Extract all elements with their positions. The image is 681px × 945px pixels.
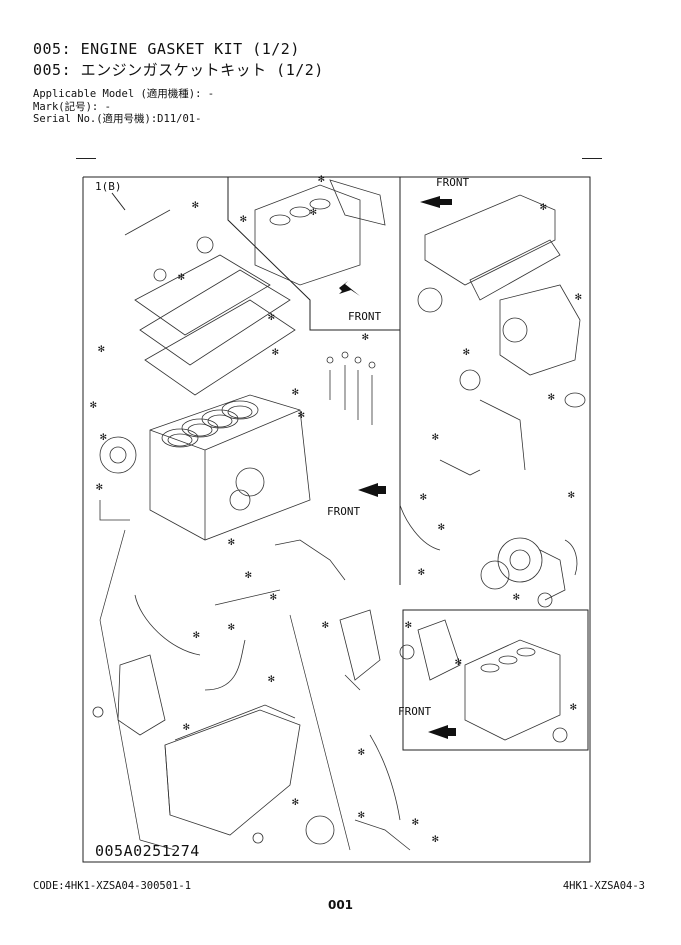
svg-text:✻: ✻ (455, 655, 462, 668)
page-title-en: 005: ENGINE GASKET KIT (1/2) (33, 40, 300, 58)
svg-text:✻: ✻ (228, 620, 235, 633)
svg-text:✻: ✻ (292, 385, 299, 398)
svg-text:✻: ✻ (183, 720, 190, 733)
svg-text:✻: ✻ (228, 535, 235, 548)
svg-text:✻: ✻ (358, 808, 365, 821)
mark-field: Mark(記号): - (33, 101, 111, 113)
svg-text:✻: ✻ (418, 565, 425, 578)
front-label-top-mid: FRONT (348, 310, 381, 323)
svg-text:✻: ✻ (245, 568, 252, 581)
front-arrow-icon (339, 281, 360, 296)
page-title-jp: 005: エンジンガスケットキット (1/2) (33, 61, 324, 79)
svg-text:✻: ✻ (570, 700, 577, 713)
corner-mark-right (582, 158, 602, 159)
leader-lines (99, 529, 351, 851)
engine-block-illustration (99, 254, 311, 541)
svg-text:✻: ✻ (575, 290, 582, 303)
svg-text:✻: ✻ (298, 408, 305, 421)
footer-code: CODE:4HK1-XZSA04-300501-1 (33, 880, 192, 892)
front-arrow-icon (428, 725, 456, 739)
svg-text:✻: ✻ (358, 745, 365, 758)
svg-text:✻: ✻ (322, 618, 329, 631)
footer-model-code: 4HK1-XZSA04-3 (562, 880, 645, 892)
svg-text:✻: ✻ (432, 832, 439, 845)
front-label-center: FRONT (327, 505, 360, 518)
page-number: 001 (327, 898, 354, 912)
gasket-kit-markers: ✻ ✻ ✻ ✻ ✻ ✻ ✻ ✻ ✻ ✻ ✻ ✻ ✻ ✻ ✻ ✻ ✻ ✻ ✻ ✻ ✻ ✻ ✻ ✻ ✻ ✻ ✻… (90, 172, 582, 845)
svg-text:✻: ✻ (568, 488, 575, 501)
svg-text:✻: ✻ (240, 212, 247, 225)
serial-number: Serial No.(適用号機):D11/01- (33, 113, 202, 125)
front-label-lower-right: FRONT (398, 705, 431, 718)
svg-text:✻: ✻ (96, 480, 103, 493)
svg-text:✻: ✻ (90, 398, 97, 411)
svg-text:✻: ✻ (318, 172, 325, 185)
lower-block-illustration (399, 619, 568, 743)
svg-text:✻: ✻ (548, 390, 555, 403)
front-arrow-icon (420, 196, 452, 208)
svg-text:✻: ✻ (412, 815, 419, 828)
svg-text:✻: ✻ (192, 198, 199, 211)
svg-text:✻: ✻ (362, 330, 369, 343)
figure-code: 005A0251274 (95, 842, 200, 860)
svg-text:✻: ✻ (405, 618, 412, 631)
svg-text:✻: ✻ (272, 345, 279, 358)
applicable-model: Applicable Model (適用機種): - (33, 88, 215, 100)
svg-text:✻: ✻ (268, 672, 275, 685)
svg-text:✻: ✻ (193, 628, 200, 641)
svg-text:✻: ✻ (420, 490, 427, 503)
part-reference-label: 1(B) (95, 180, 122, 193)
svg-text:✻: ✻ (270, 590, 277, 603)
valve-parts-illustration (326, 351, 376, 425)
corner-mark-left (76, 158, 96, 159)
svg-text:✻: ✻ (438, 520, 445, 533)
cylinder-block-illustration (254, 179, 386, 286)
svg-text:✻: ✻ (432, 430, 439, 443)
svg-text:✻: ✻ (463, 345, 470, 358)
svg-text:✻: ✻ (178, 270, 185, 283)
front-label-top-right: FRONT (436, 176, 469, 189)
cylinder-head-illustration (417, 194, 586, 476)
svg-text:✻: ✻ (513, 590, 520, 603)
svg-text:✻: ✻ (310, 205, 317, 218)
svg-text:✻: ✻ (100, 430, 107, 443)
svg-text:✻: ✻ (98, 342, 105, 355)
oil-pan-illustration (92, 654, 411, 851)
svg-text:✻: ✻ (540, 200, 547, 213)
front-arrow-icon (358, 483, 386, 497)
turbocharger-illustration (399, 504, 578, 608)
gasket-parts-illustration (124, 209, 381, 691)
svg-text:✻: ✻ (292, 795, 299, 808)
svg-text:✻: ✻ (268, 310, 275, 323)
